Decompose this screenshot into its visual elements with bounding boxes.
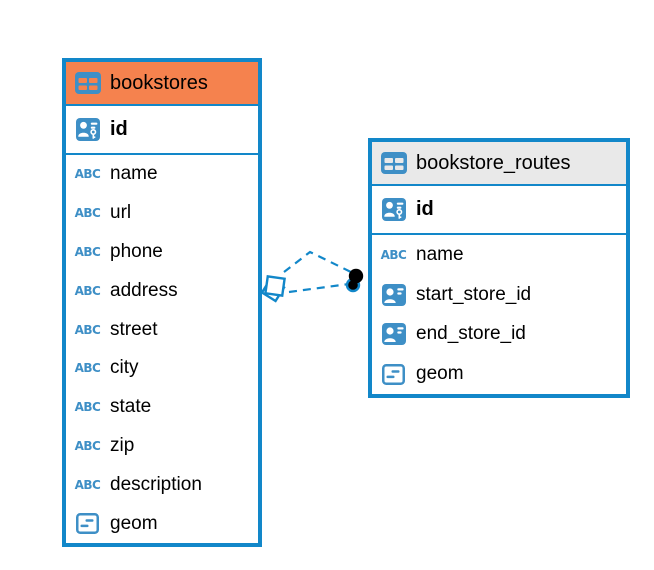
table-node-bookstores[interactable]: bookstores id ABC name A — [62, 58, 262, 547]
primary-key-icon — [74, 118, 101, 141]
table-header-bookstore-routes[interactable]: bookstore_routes — [372, 142, 626, 186]
primary-key-icon — [380, 198, 407, 221]
geometry-icon — [74, 513, 101, 535]
table-title: bookstores — [110, 71, 208, 94]
table-title: bookstore_routes — [416, 151, 571, 174]
column-row[interactable]: ABC name — [372, 235, 626, 275]
varchar-icon: ABC — [74, 438, 101, 453]
column-row[interactable]: ABC address — [66, 271, 258, 310]
column-name: geom — [110, 512, 158, 534]
table-icon — [74, 72, 101, 94]
column-name: zip — [110, 434, 135, 456]
relationship-diamond-marker[interactable] — [260, 275, 286, 303]
column-row[interactable]: ABC phone — [66, 233, 258, 272]
relationship-dot-marker[interactable] — [345, 268, 364, 293]
column-name: geom — [416, 363, 464, 385]
column-row[interactable]: geom — [372, 354, 626, 394]
column-row[interactable]: geom — [66, 504, 258, 543]
column-name: id — [416, 198, 434, 220]
relationship-line-lower[interactable] — [288, 282, 350, 294]
column-name: city — [110, 357, 139, 379]
column-name: address — [110, 279, 178, 301]
column-name: name — [416, 243, 464, 265]
varchar-icon: ABC — [74, 283, 101, 298]
foreign-key-icon — [380, 323, 407, 346]
column-name: phone — [110, 240, 163, 262]
column-name: start_store_id — [416, 283, 532, 305]
table-header-bookstores[interactable]: bookstores — [66, 62, 258, 106]
varchar-icon: ABC — [74, 167, 101, 182]
column-row-pk[interactable]: id — [66, 106, 258, 155]
column-name: name — [110, 163, 158, 185]
column-name: state — [110, 396, 152, 418]
varchar-icon: ABC — [74, 244, 101, 259]
column-name: street — [110, 318, 158, 340]
column-row[interactable]: ABC state — [66, 388, 258, 427]
column-name: url — [110, 202, 132, 224]
column-row[interactable]: ABC url — [66, 194, 258, 233]
varchar-icon: ABC — [380, 247, 407, 262]
column-row[interactable]: ABC zip — [66, 427, 258, 466]
column-row[interactable]: ABC name — [66, 155, 258, 194]
column-row[interactable]: ABC city — [66, 349, 258, 388]
column-name: id — [110, 118, 128, 140]
table-icon — [380, 152, 407, 174]
column-name: description — [110, 473, 202, 495]
geometry-icon — [380, 363, 407, 385]
varchar-icon: ABC — [74, 206, 101, 221]
foreign-key-icon — [380, 283, 407, 306]
relationship-line-upper[interactable] — [283, 250, 354, 274]
column-name: end_store_id — [416, 323, 526, 345]
column-row-pk[interactable]: id — [372, 186, 626, 235]
table-node-bookstore-routes[interactable]: bookstore_routes id ABC name — [368, 138, 630, 398]
varchar-icon: ABC — [74, 361, 101, 376]
varchar-icon: ABC — [74, 322, 101, 337]
column-row[interactable]: start_store_id — [372, 275, 626, 315]
varchar-icon: ABC — [74, 400, 101, 415]
varchar-icon: ABC — [74, 477, 101, 492]
column-row[interactable]: ABC street — [66, 310, 258, 349]
column-row[interactable]: end_store_id — [372, 315, 626, 355]
column-row[interactable]: ABC description — [66, 465, 258, 504]
